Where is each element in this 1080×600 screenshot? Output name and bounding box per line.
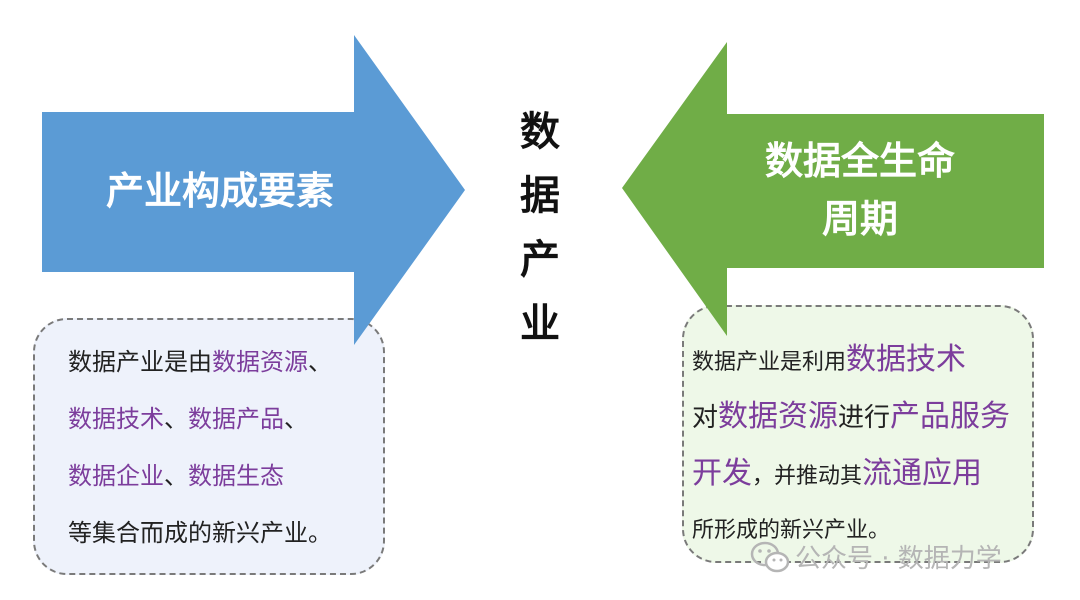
left-line1-text: 数据产业是由 [68,348,212,376]
left-line3-sep: 、 [164,462,188,490]
left-arrow-label: 产业构成要素 [105,169,334,213]
right-desc-line-2: 对数据资源进行产品服务 [692,392,1010,449]
left-line3-highlight-1: 数据企业 [68,462,164,490]
left-line3-highlight-2: 数据生态 [188,462,284,490]
center-title-char-2: 据 [520,172,560,219]
right-line1-text: 数据产业是利用 [692,350,847,375]
right-line1-highlight: 数据技术 [846,342,967,377]
right-desc-line-1: 数据产业是利用数据技术 [692,335,1010,392]
left-line2-sep-2: 、 [284,405,308,433]
left-desc-line-3: 数据企业、数据生态 [68,452,332,509]
right-description-text: 数据产业是利用数据技术 对数据资源进行产品服务 开发，并推动其流通应用 所形成的… [692,335,1010,563]
center-title-char-4: 业 [520,300,560,347]
right-line2-text-2: 进行 [838,403,891,433]
right-arrow-label-line2: 周期 [821,197,898,241]
right-line3-text: ，并推动其 [752,464,863,489]
right-arrow-label: 数据全生命 周期 [720,132,1000,248]
left-line2-highlight-1: 数据技术 [68,405,164,433]
left-pointing-arrow [622,42,1044,336]
right-arrow-label-line1: 数据全生命 [764,139,955,183]
right-desc-line-4: 所形成的新兴产业。 [692,518,891,543]
left-line2-sep-1: 、 [164,405,188,433]
right-line2-highlight-2: 产品服务 [890,399,1011,434]
right-desc-line-3: 开发，并推动其流通应用 [692,449,1010,506]
left-desc-line-1: 数据产业是由数据资源、 [68,338,332,395]
left-description-text: 数据产业是由数据资源、 数据技术、数据产品、 数据企业、数据生态 等集合而成的新… [68,338,332,566]
right-line2-text-1: 对 [692,403,719,433]
center-title: 数 据 产 业 [512,100,568,356]
center-title-char-1: 数 [520,108,560,155]
left-line1-sep: 、 [308,348,332,376]
right-line3-highlight-1: 开发 [692,456,752,491]
right-line3-highlight-2: 流通应用 [862,456,983,491]
right-description-box [682,305,1034,563]
wechat-icon [750,541,790,573]
right-pointing-arrow [42,35,465,345]
left-desc-line-2: 数据技术、数据产品、 [68,395,332,452]
left-line1-highlight: 数据资源 [212,348,308,376]
right-line2-highlight-1: 数据资源 [718,399,839,434]
center-title-char-3: 产 [520,236,560,283]
left-line2-highlight-2: 数据产品 [188,405,284,433]
watermark-text: 公众号 · 数据力学 [795,544,1002,574]
left-desc-line-4: 等集合而成的新兴产业。 [68,519,332,547]
left-description-box [33,318,385,575]
